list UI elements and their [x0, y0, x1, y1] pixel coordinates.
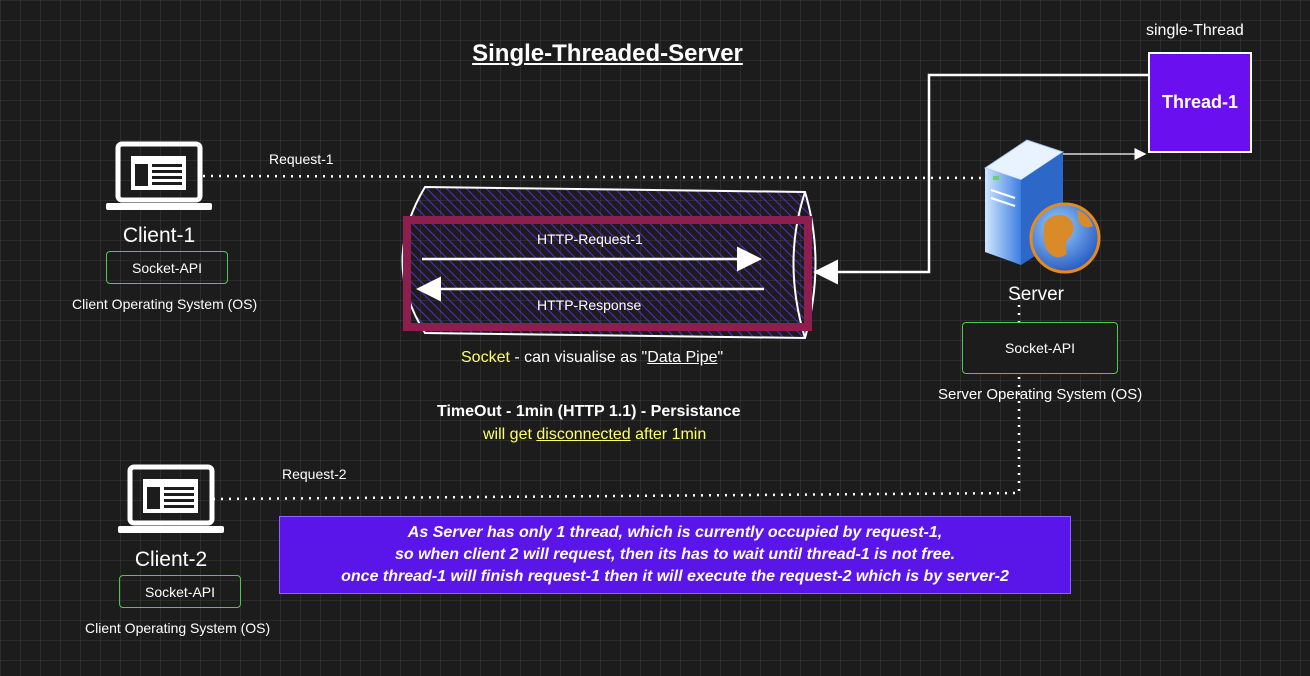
- diagram-title: Single-Threaded-Server: [472, 40, 743, 67]
- laptop-icon: [106, 141, 212, 210]
- server-socket-api: Socket-API: [962, 322, 1118, 374]
- socket-caption-end: ": [717, 349, 724, 366]
- client-1-socket-api: Socket-API: [106, 251, 228, 284]
- explanation-note: As Server has only 1 thread, which is cu…: [279, 516, 1071, 594]
- client-1-name: Client-1: [122, 224, 196, 247]
- note-line: As Server has only 1 thread, which is cu…: [407, 524, 943, 541]
- laptop-icon: [118, 464, 224, 533]
- thread-to-pipe-connector: [813, 73, 1148, 285]
- thread-label: Thread-1: [1161, 92, 1239, 112]
- request-1-label: Request-1: [269, 151, 334, 167]
- server-os-label: Server Operating System (OS): [938, 386, 1143, 403]
- request-1-connector: [202, 174, 989, 180]
- server-globe-icon: [983, 139, 1101, 274]
- thread-caption: single-Thread: [1146, 22, 1244, 39]
- timeout-line-prefix: will get: [483, 426, 537, 443]
- disconnected-term: disconnected: [536, 426, 631, 443]
- socket-caption-middle: - can visualise as ": [509, 349, 648, 366]
- request-2-label: Request-2: [282, 466, 347, 482]
- http-response-label: HTTP-Response: [537, 297, 642, 313]
- http-request-label: HTTP-Request-1: [537, 231, 643, 247]
- socket-pipe: [401, 185, 817, 340]
- socket-api-label: Socket-API: [144, 583, 216, 600]
- note-line: once thread-1 will finish request-1 then…: [341, 568, 1009, 585]
- socket-api-label: Socket-API: [1004, 340, 1076, 356]
- socket-api-label: Socket-API: [131, 259, 203, 276]
- client-2-socket-api: Socket-API: [119, 575, 241, 608]
- timeout-heading: TimeOut - 1min (HTTP 1.1) - Persistance: [437, 403, 741, 420]
- client-2-name: Client-2: [134, 548, 208, 571]
- client-1-os-label: Client Operating System (OS): [72, 296, 258, 312]
- client-2-os-label: Client Operating System (OS): [85, 620, 271, 636]
- note-line: so when client 2 will request, then its …: [394, 546, 956, 563]
- socket-term: Socket: [461, 349, 510, 366]
- socket-caption: Socket - can visualise as "Data Pipe": [461, 349, 723, 367]
- thread-1-box: Thread-1: [1148, 52, 1252, 153]
- server-name: Server: [1008, 284, 1064, 305]
- timeout-line: will get disconnected after 1min: [483, 426, 706, 444]
- data-pipe-term: Data Pipe: [647, 349, 718, 366]
- timeout-line-suffix: after 1min: [630, 426, 707, 443]
